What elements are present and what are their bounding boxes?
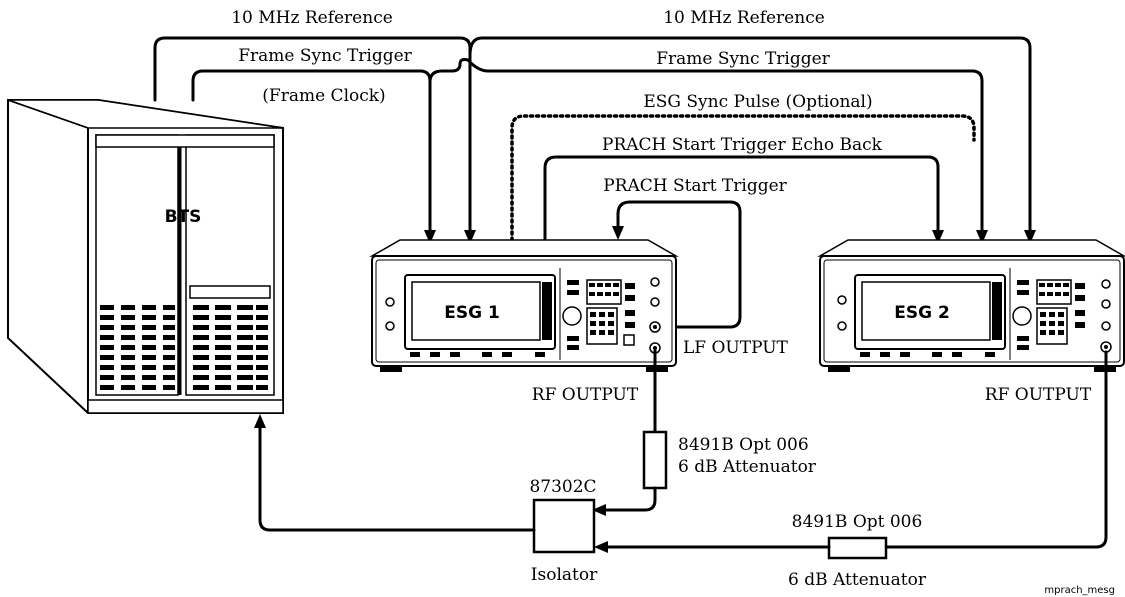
esg1-instrument: ESG 1 [369, 239, 679, 372]
esg2-rf-cable [884, 350, 1108, 549]
frame-sync-right-line [428, 58, 988, 244]
prach-start-trigger-line [612, 200, 742, 329]
label-10mhz-reference-left: 10 MHz Reference [231, 8, 393, 28]
label-esg-sync-pulse: ESG Sync Pulse (Optional) [643, 92, 872, 112]
label-attenuator-1-desc: 6 dB Attenuator [678, 457, 817, 477]
bts-cabinet: BTS [7, 99, 284, 414]
label-frame-sync-trigger-left: Frame Sync Trigger [238, 46, 412, 66]
esg1-label: ESG 1 [444, 303, 500, 323]
label-10mhz-reference-right: 10 MHz Reference [663, 8, 825, 28]
label-rf-output-esg1: RF OUTPUT [532, 385, 639, 405]
isolator-box [532, 498, 596, 554]
ref-10mhz-line [153, 36, 476, 244]
label-isolator-model: 87302C [529, 477, 596, 497]
label-prach-start-trigger: PRACH Start Trigger [603, 176, 787, 196]
esg2-instrument: ESG 2 [817, 239, 1125, 372]
label-frame-sync-trigger-right: Frame Sync Trigger [656, 49, 830, 69]
label-frame-clock: (Frame Clock) [262, 86, 385, 106]
attenuator-2 [827, 536, 888, 560]
label-attenuator-2-model: 8491B Opt 006 [792, 512, 923, 532]
ref-10mhz-right-line [468, 36, 1036, 244]
label-isolator: Isolator [531, 565, 598, 585]
esg1-lf-output-connector [649, 321, 661, 333]
label-attenuator-2-desc: 6 dB Attenuator [788, 570, 927, 590]
figure-id-label: mprach_mesg [1044, 585, 1115, 596]
bts-label: BTS [165, 207, 202, 227]
bts-vent-slots [100, 305, 268, 390]
esg-sync-pulse-line [510, 114, 976, 242]
esg1-rf-cable-to-isolator [592, 486, 657, 516]
prach-echo-back-line [543, 155, 944, 244]
label-prach-echo-back: PRACH Start Trigger Echo Back [602, 135, 883, 155]
label-attenuator-1-model: 8491B Opt 006 [678, 435, 809, 455]
isolator-to-bts-line [254, 414, 536, 532]
esg2-label: ESG 2 [894, 303, 950, 323]
label-lf-output: LF OUTPUT [683, 338, 789, 358]
attenuator-1 [642, 430, 668, 490]
label-rf-output-esg2: RF OUTPUT [985, 385, 1092, 405]
